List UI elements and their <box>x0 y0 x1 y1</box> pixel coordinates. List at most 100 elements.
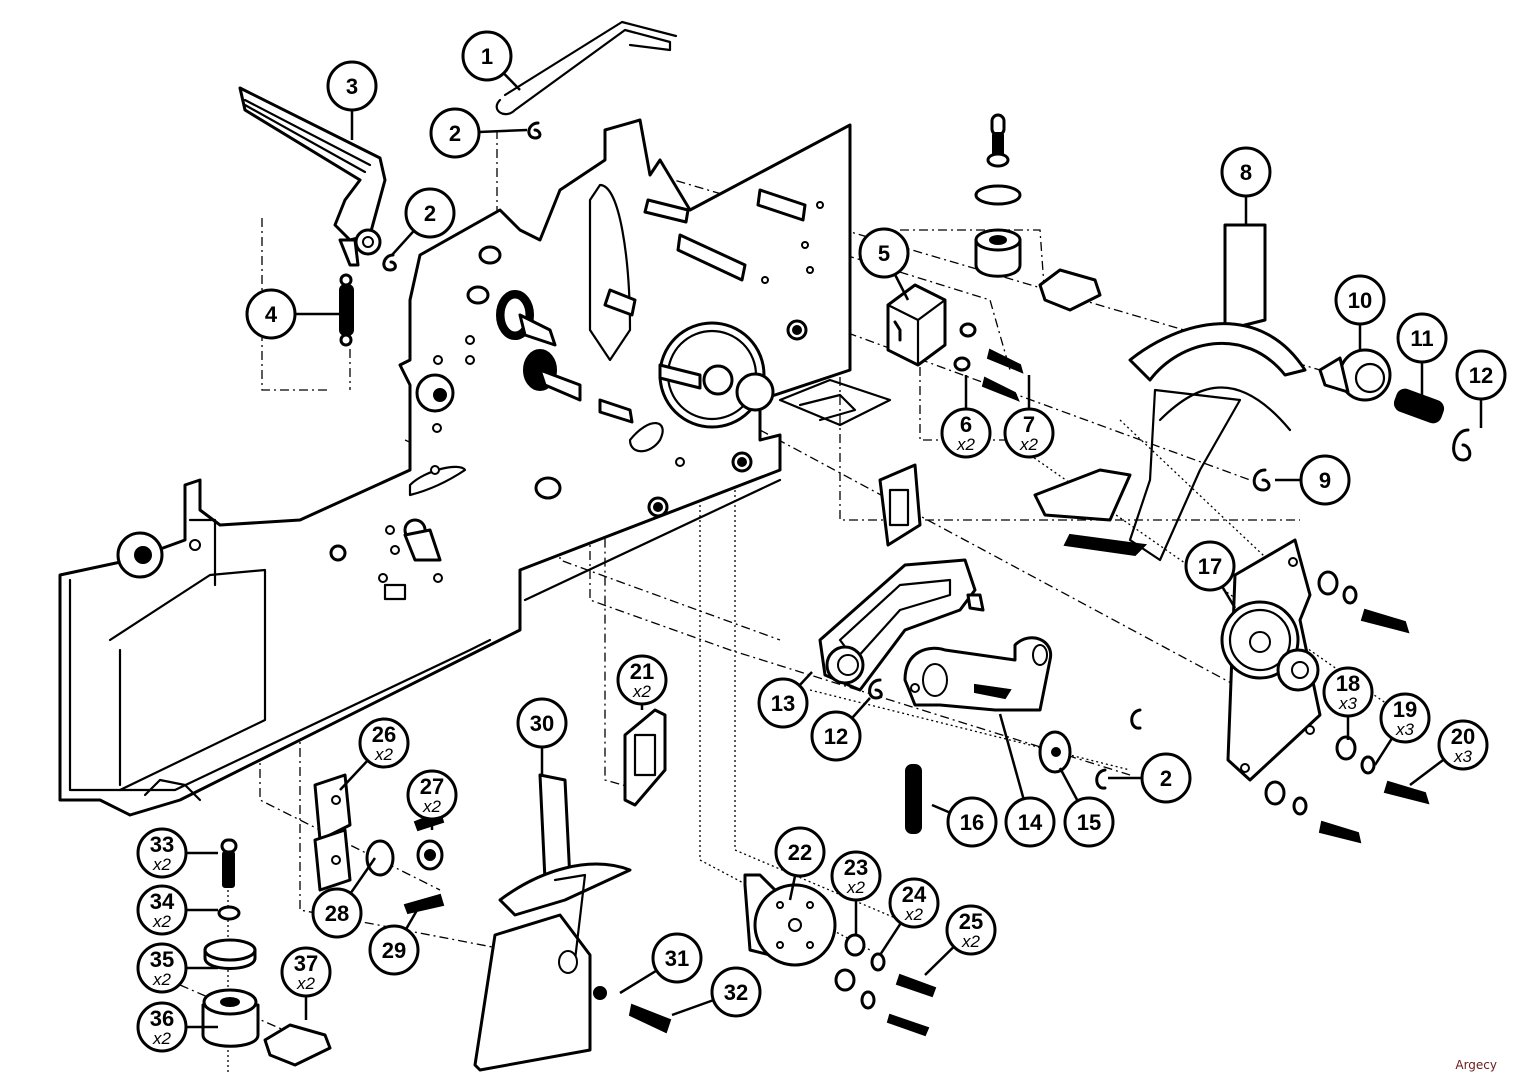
callout-circle <box>326 60 378 112</box>
callout-leader-line <box>788 875 797 901</box>
callout-circle <box>136 827 188 879</box>
callout-leader-line <box>878 922 902 956</box>
main-side-frame <box>58 118 892 817</box>
part-12-e-clip-a <box>1452 428 1472 462</box>
callout-31: 31 <box>619 932 703 995</box>
callout-number: 2 <box>424 201 436 226</box>
callout-circle <box>1396 312 1448 364</box>
callout-circle <box>940 407 992 459</box>
callout-13: 13 <box>757 671 813 729</box>
callout-leader-line <box>478 128 528 134</box>
callout-leader-line <box>893 273 910 301</box>
callout-leader-line <box>924 945 955 976</box>
callout-circle <box>1334 274 1386 326</box>
callout-number: 10 <box>1348 288 1372 313</box>
callout-circle <box>1379 692 1431 744</box>
callout-12: 12 <box>1455 349 1507 428</box>
callout-number: 7 <box>1023 412 1035 437</box>
part-5-microswitch <box>886 283 947 367</box>
callout-2: 2 <box>429 107 528 159</box>
callout-number: 24 <box>902 882 927 907</box>
callout-leader-line <box>1373 737 1394 766</box>
callout-leader-line <box>671 998 714 1017</box>
callout-28: 28 <box>311 857 377 939</box>
callout-number: 5 <box>878 241 890 266</box>
callout-leader-line <box>851 697 871 719</box>
callout-circle <box>404 187 456 239</box>
callout-30: 30 <box>516 697 568 775</box>
callout-number: 26 <box>372 722 396 747</box>
parts-33-37-mount-stack <box>201 838 332 1067</box>
callout-circle <box>774 826 826 878</box>
callout-number: 11 <box>1410 326 1433 351</box>
callout-quantity: x2 <box>296 974 316 993</box>
callout-leader-line <box>1058 767 1079 802</box>
callout-circle <box>1004 796 1056 848</box>
part-11-spring <box>1393 388 1445 424</box>
callout-circle <box>1003 407 1055 459</box>
callout-number: 19 <box>1393 697 1417 722</box>
callout-circle <box>810 710 862 762</box>
callout-quantity: x2 <box>422 797 442 816</box>
callout-quantity: x2 <box>152 855 172 874</box>
callout-quantity: x2 <box>1019 435 1039 454</box>
callout-circle <box>1455 349 1507 401</box>
callout-circle <box>616 654 668 706</box>
callout-circle <box>651 932 703 984</box>
part-22-motor <box>743 873 837 967</box>
callout-number: 35 <box>150 947 174 972</box>
callout-quantity: x3 <box>1395 720 1415 739</box>
callout-number: 21 <box>630 659 654 684</box>
callout-number: 31 <box>665 946 689 971</box>
callout-15: 15 <box>1058 767 1115 848</box>
part-2-e-clip-b <box>382 253 397 272</box>
callout-leader-line <box>1221 585 1237 609</box>
callout-9: 9 <box>1275 454 1351 506</box>
callout-10: 10 <box>1334 274 1386 350</box>
callout-number: 4 <box>265 302 278 327</box>
callout-leader-line <box>619 969 658 995</box>
callout-6: 6x2 <box>940 375 992 459</box>
part-17-gear-plate <box>1220 538 1322 782</box>
callout-circle <box>757 677 809 729</box>
callout-number: 29 <box>382 938 406 963</box>
callout-12: 12 <box>810 697 871 762</box>
callout-number: 1 <box>481 44 493 69</box>
callout-quantity: x2 <box>904 905 924 924</box>
part-16-spring <box>905 764 922 834</box>
part-1-wire-rod <box>495 20 678 116</box>
watermark: Argecy <box>1455 1058 1497 1072</box>
callout-1: 1 <box>461 30 521 91</box>
frame-features <box>329 201 824 583</box>
part-9-e-clip <box>1252 468 1271 492</box>
callout-14: 14 <box>998 713 1056 848</box>
callout-quantity: x2 <box>152 1029 172 1048</box>
part-12-e-clip-b <box>868 678 883 700</box>
callout-quantity: x2 <box>956 435 976 454</box>
callout-number: 2 <box>1160 766 1172 791</box>
callout-number: 23 <box>844 855 868 880</box>
callout-number: 9 <box>1319 468 1331 493</box>
part-30-flag-lever <box>473 773 632 1072</box>
part-14-link-arm <box>903 636 1053 712</box>
callout-circle <box>311 887 363 939</box>
callout-number: 3 <box>346 74 358 99</box>
callout-circle <box>1299 454 1351 506</box>
callout-circle <box>358 717 410 769</box>
callout-circle <box>1322 666 1374 718</box>
callout-circle <box>1220 146 1272 198</box>
callout-circle <box>1437 719 1489 771</box>
callout-leader-line <box>391 229 415 256</box>
callout-17: 17 <box>1184 540 1237 609</box>
callout-number: 34 <box>150 889 175 914</box>
callout-circle <box>280 946 332 998</box>
part-26-brackets <box>313 773 352 892</box>
